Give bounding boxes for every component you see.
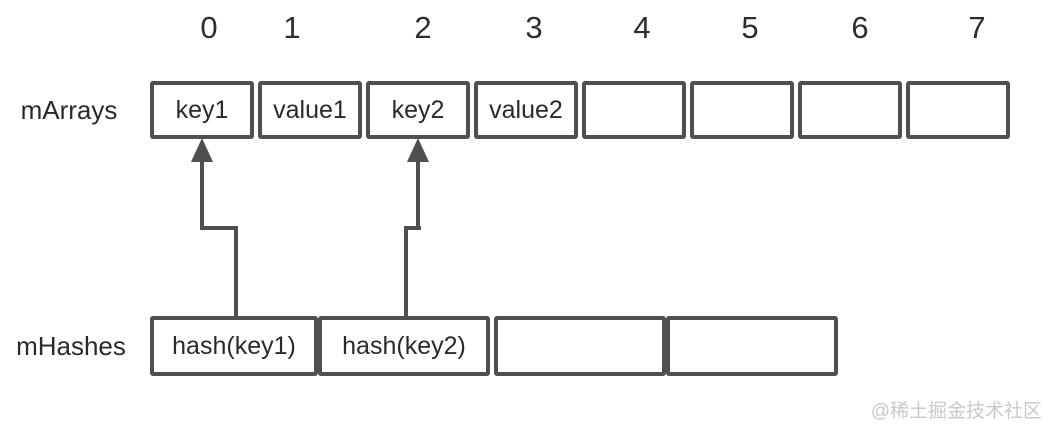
mhashes-cell-2: [494, 316, 666, 376]
connector-key2-lower-vertical: [404, 226, 408, 316]
index-label-6: 6: [851, 10, 869, 45]
marrays-cell-6: [798, 81, 902, 139]
index-label-0: 0: [200, 10, 218, 45]
marrays-cell-4: [582, 81, 686, 139]
mhashes-cell-3: [666, 316, 838, 376]
arrow-up-icon-key2: [407, 138, 429, 162]
index-label-7: 7: [968, 10, 986, 45]
arrow-up-icon-key1: [191, 138, 213, 162]
marrays-cell-5: [690, 81, 794, 139]
marrays-cell-2: key2: [366, 81, 470, 139]
marrays-cell-7: [906, 81, 1010, 139]
index-label-2: 2: [414, 10, 432, 45]
marrays-cell-0: key1: [150, 81, 254, 139]
connector-key2-horizontal: [404, 226, 421, 230]
mhashes-label: mHashes: [16, 331, 126, 361]
index-label-4: 4: [633, 10, 651, 45]
mhashes-cell-1: hash(key2): [318, 316, 490, 376]
marrays-label: mArrays: [20, 95, 118, 125]
index-label-1: 1: [283, 10, 301, 45]
mhashes-cell-0: hash(key1): [150, 316, 318, 376]
index-label-5: 5: [741, 10, 759, 45]
connector-key1-upper-vertical: [200, 158, 204, 230]
index-label-3: 3: [525, 10, 543, 45]
marrays-cell-3: value2: [474, 81, 578, 139]
connector-key2-upper-vertical: [416, 158, 420, 230]
connector-key1-lower-vertical: [234, 226, 238, 316]
connector-key1-horizontal: [200, 226, 238, 230]
marrays-cell-1: value1: [258, 81, 362, 139]
watermark-text: @稀土掘金技术社区: [870, 401, 1042, 422]
